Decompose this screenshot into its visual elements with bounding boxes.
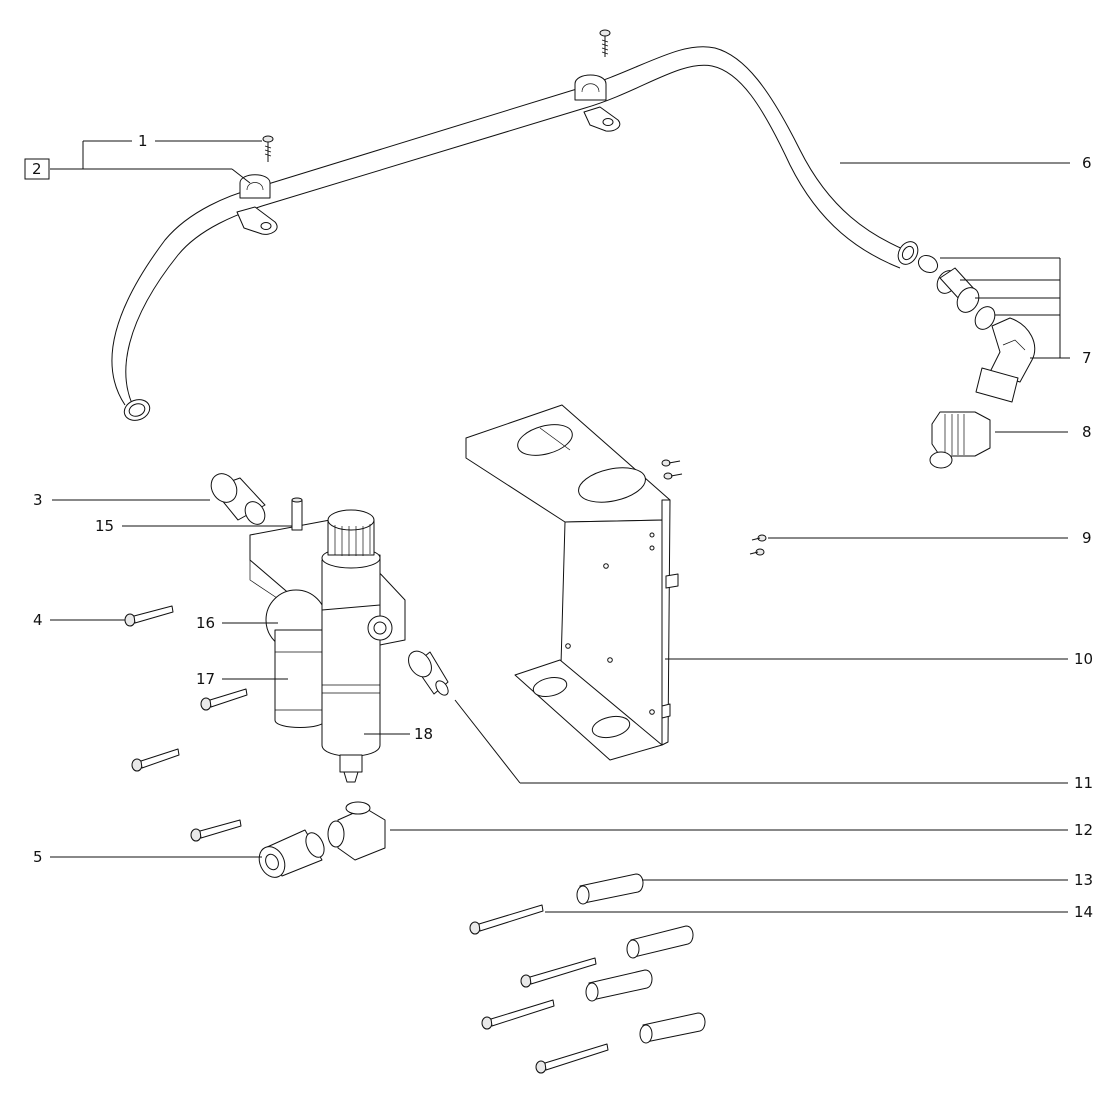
spacer-sleeve-1 (576, 873, 644, 905)
quick-coupler-socket (258, 829, 325, 878)
leader-lines (50, 140, 1070, 913)
label-14: 14 (1074, 903, 1093, 921)
label-3: 3 (33, 491, 43, 509)
hose-fittings (917, 254, 1036, 403)
long-bolt-1 (469, 904, 544, 935)
small-screws-side (749, 534, 767, 556)
label-4: 4 (33, 611, 43, 629)
label-18: 18 (414, 725, 433, 743)
long-screw-2 (200, 688, 248, 711)
label-13: 13 (1074, 871, 1093, 889)
label-9: 9 (1082, 529, 1092, 547)
spacer-sleeve-4 (639, 1012, 706, 1044)
long-screw-4 (190, 819, 242, 842)
clamp-screw-left (262, 135, 274, 162)
small-screws-top (661, 459, 683, 480)
long-bolt-4 (535, 1043, 609, 1074)
long-screw-1 (124, 605, 174, 627)
hose-clamp-left (236, 174, 278, 235)
label-5: 5 (33, 848, 43, 866)
long-screw-3 (131, 748, 180, 772)
quick-coupler-plug (929, 411, 991, 469)
angle-fitting (210, 473, 266, 525)
push-fitting (408, 650, 449, 696)
long-bolt-2 (520, 957, 597, 988)
long-bolt-3 (481, 999, 555, 1030)
label-10: 10 (1074, 650, 1093, 668)
filter-regulator-assembly (249, 497, 406, 783)
label-15: 15 (95, 517, 114, 535)
label-7: 7 (1082, 349, 1092, 367)
clamp-screw-top (599, 29, 611, 57)
label-17: 17 (196, 670, 215, 688)
spacer-sleeve-3 (585, 969, 653, 1002)
callout-labels: 1 2 3 4 5 6 7 8 9 10 11 12 13 14 15 16 1… (24, 132, 1093, 921)
label-11: 11 (1074, 774, 1093, 792)
elbow-fitting (327, 801, 386, 861)
spacer-sleeve-2 (626, 925, 694, 959)
label-2: 2 (32, 160, 42, 178)
label-6: 6 (1082, 154, 1092, 172)
label-1: 1 (138, 132, 148, 150)
air-hose (111, 46, 919, 421)
hose-clamp-right (574, 74, 621, 132)
mounting-bracket (465, 404, 679, 761)
label-12: 12 (1074, 821, 1093, 839)
label-8: 8 (1082, 423, 1092, 441)
label-2-box (24, 158, 50, 180)
label-16: 16 (196, 614, 215, 632)
